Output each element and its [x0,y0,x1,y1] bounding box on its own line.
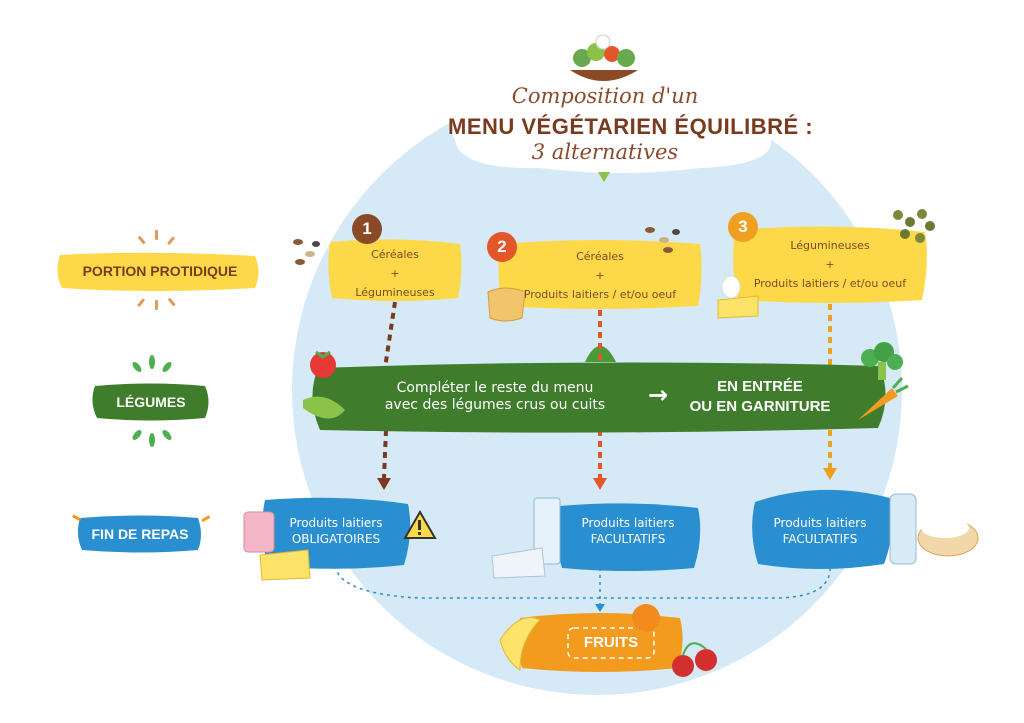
dairy-2-shape [556,503,701,571]
option-1-box-shape [328,239,462,301]
arrow-head-1 [377,478,391,490]
dairy-3-text: Produits laitiers FACULTATIFS [755,515,885,547]
carrot-icon [858,388,898,420]
vegetables-placement: EN ENTRÉE OU EN GARNITURE [680,377,840,417]
option-2-plus: + [595,269,605,282]
grains-icon-2 [645,227,680,253]
option-1-text: Céréales + Légumineuses [330,245,460,302]
vegetables-placement-line-2: OU EN GARNITURE [689,398,831,415]
arrow-head-3 [823,468,837,480]
title-arrow-icon [598,172,610,182]
water-bottle-icon [889,493,917,565]
dotted-connectors [334,565,831,606]
arrow-right-icon: → [647,381,669,409]
option-3-plus: + [825,258,835,271]
option-2-box-shape [498,240,702,309]
row-label-protein: PORTION PROTIDIQUE [82,263,238,279]
option-3-line-1: Légumineuses [790,239,870,252]
egg-icon [721,275,741,299]
option-1-line-1: Céréales [371,248,419,261]
option-3-text: Légumineuses + Produits laitiers / et/ou… [735,236,925,293]
option-1-line-2: Légumineuses [355,286,435,299]
dairy-1-line-1: Produits laitiers [289,516,383,530]
vegetables-placement-line-1: EN ENTRÉE [717,378,803,395]
vegetables-instruction: Compléter le reste du menu avec des légu… [360,380,630,414]
protein-label-shape [57,252,259,291]
arrow-head-2 [593,478,607,490]
lentils-icon [893,209,935,243]
cheese-icon-2 [259,549,311,581]
vegetables-label-shape [92,383,209,421]
soft-cheese-icon [491,547,546,579]
option-1-number-badge: 1 [352,214,382,244]
tomato-icon [310,352,336,378]
cheese-icon-1 [717,295,759,319]
dairy-3-line-1: Produits laitiers [773,516,867,530]
dairy-2-line-1: Produits laitiers [581,516,675,530]
fruits-arrow-head [595,604,605,612]
dairy-1-text: Produits laitiers OBLIGATOIRES [268,515,404,547]
yogurt-icon [243,511,275,553]
orange-icon [632,604,660,632]
title-line-3: 3 alternatives [531,140,679,164]
protein-sparks-icon [137,230,176,310]
title-cloud [450,75,778,173]
dessert-label-shape [77,515,201,553]
dairy-2-text: Produits laitiers FACULTATIFS [560,515,696,547]
option-2-number-badge: 2 [487,232,517,262]
vegetables-band-shape [312,362,886,433]
dairy-2-line-2: FACULTATIFS [590,532,666,546]
row-label-vegetables: LÉGUMES [116,394,186,410]
vegetables-instruction-line-1: Compléter le reste du menu [396,380,594,396]
peas-icon [303,396,345,419]
dairy-1-line-2: OBLIGATOIRES [291,532,381,546]
banana-icon [499,617,541,671]
fruits-label: FRUITS [583,634,639,651]
dairy-3-line-2: FACULTATIFS [782,532,858,546]
option-3-number-badge: 3 [728,212,758,242]
option-3-line-2: Produits laitiers / et/ou oeuf [753,277,907,290]
option-2-line-2: Produits laitiers / et/ou oeuf [523,288,677,301]
title-line-1: Composition d'un [511,84,699,108]
bread-icon [487,287,526,322]
option-2-text: Céréales + Produits laitiers / et/ou oeu… [500,247,700,304]
row-label-dessert: FIN DE REPAS [91,526,189,542]
grains-icon-1 [293,239,320,265]
broccoli-icon [861,342,903,380]
salad-bowl-icon [570,34,638,81]
option-1-plus: + [390,267,400,280]
vegetables-instruction-line-2: avec des légumes crus ou cuits [384,397,606,413]
dashed-arrows [382,301,832,479]
title-line-2: MENU VÉGÉTARIEN ÉQUILIBRÉ : [448,114,814,139]
cherry-icon [672,655,694,677]
option-3-box-shape [733,226,927,303]
dessert-sparks-icon [72,514,211,522]
option-2-line-1: Céréales [576,250,624,263]
vegetables-sparks-icon [132,355,172,447]
milk-bottle-icon [533,497,561,565]
dairy-3-shape [752,489,892,569]
